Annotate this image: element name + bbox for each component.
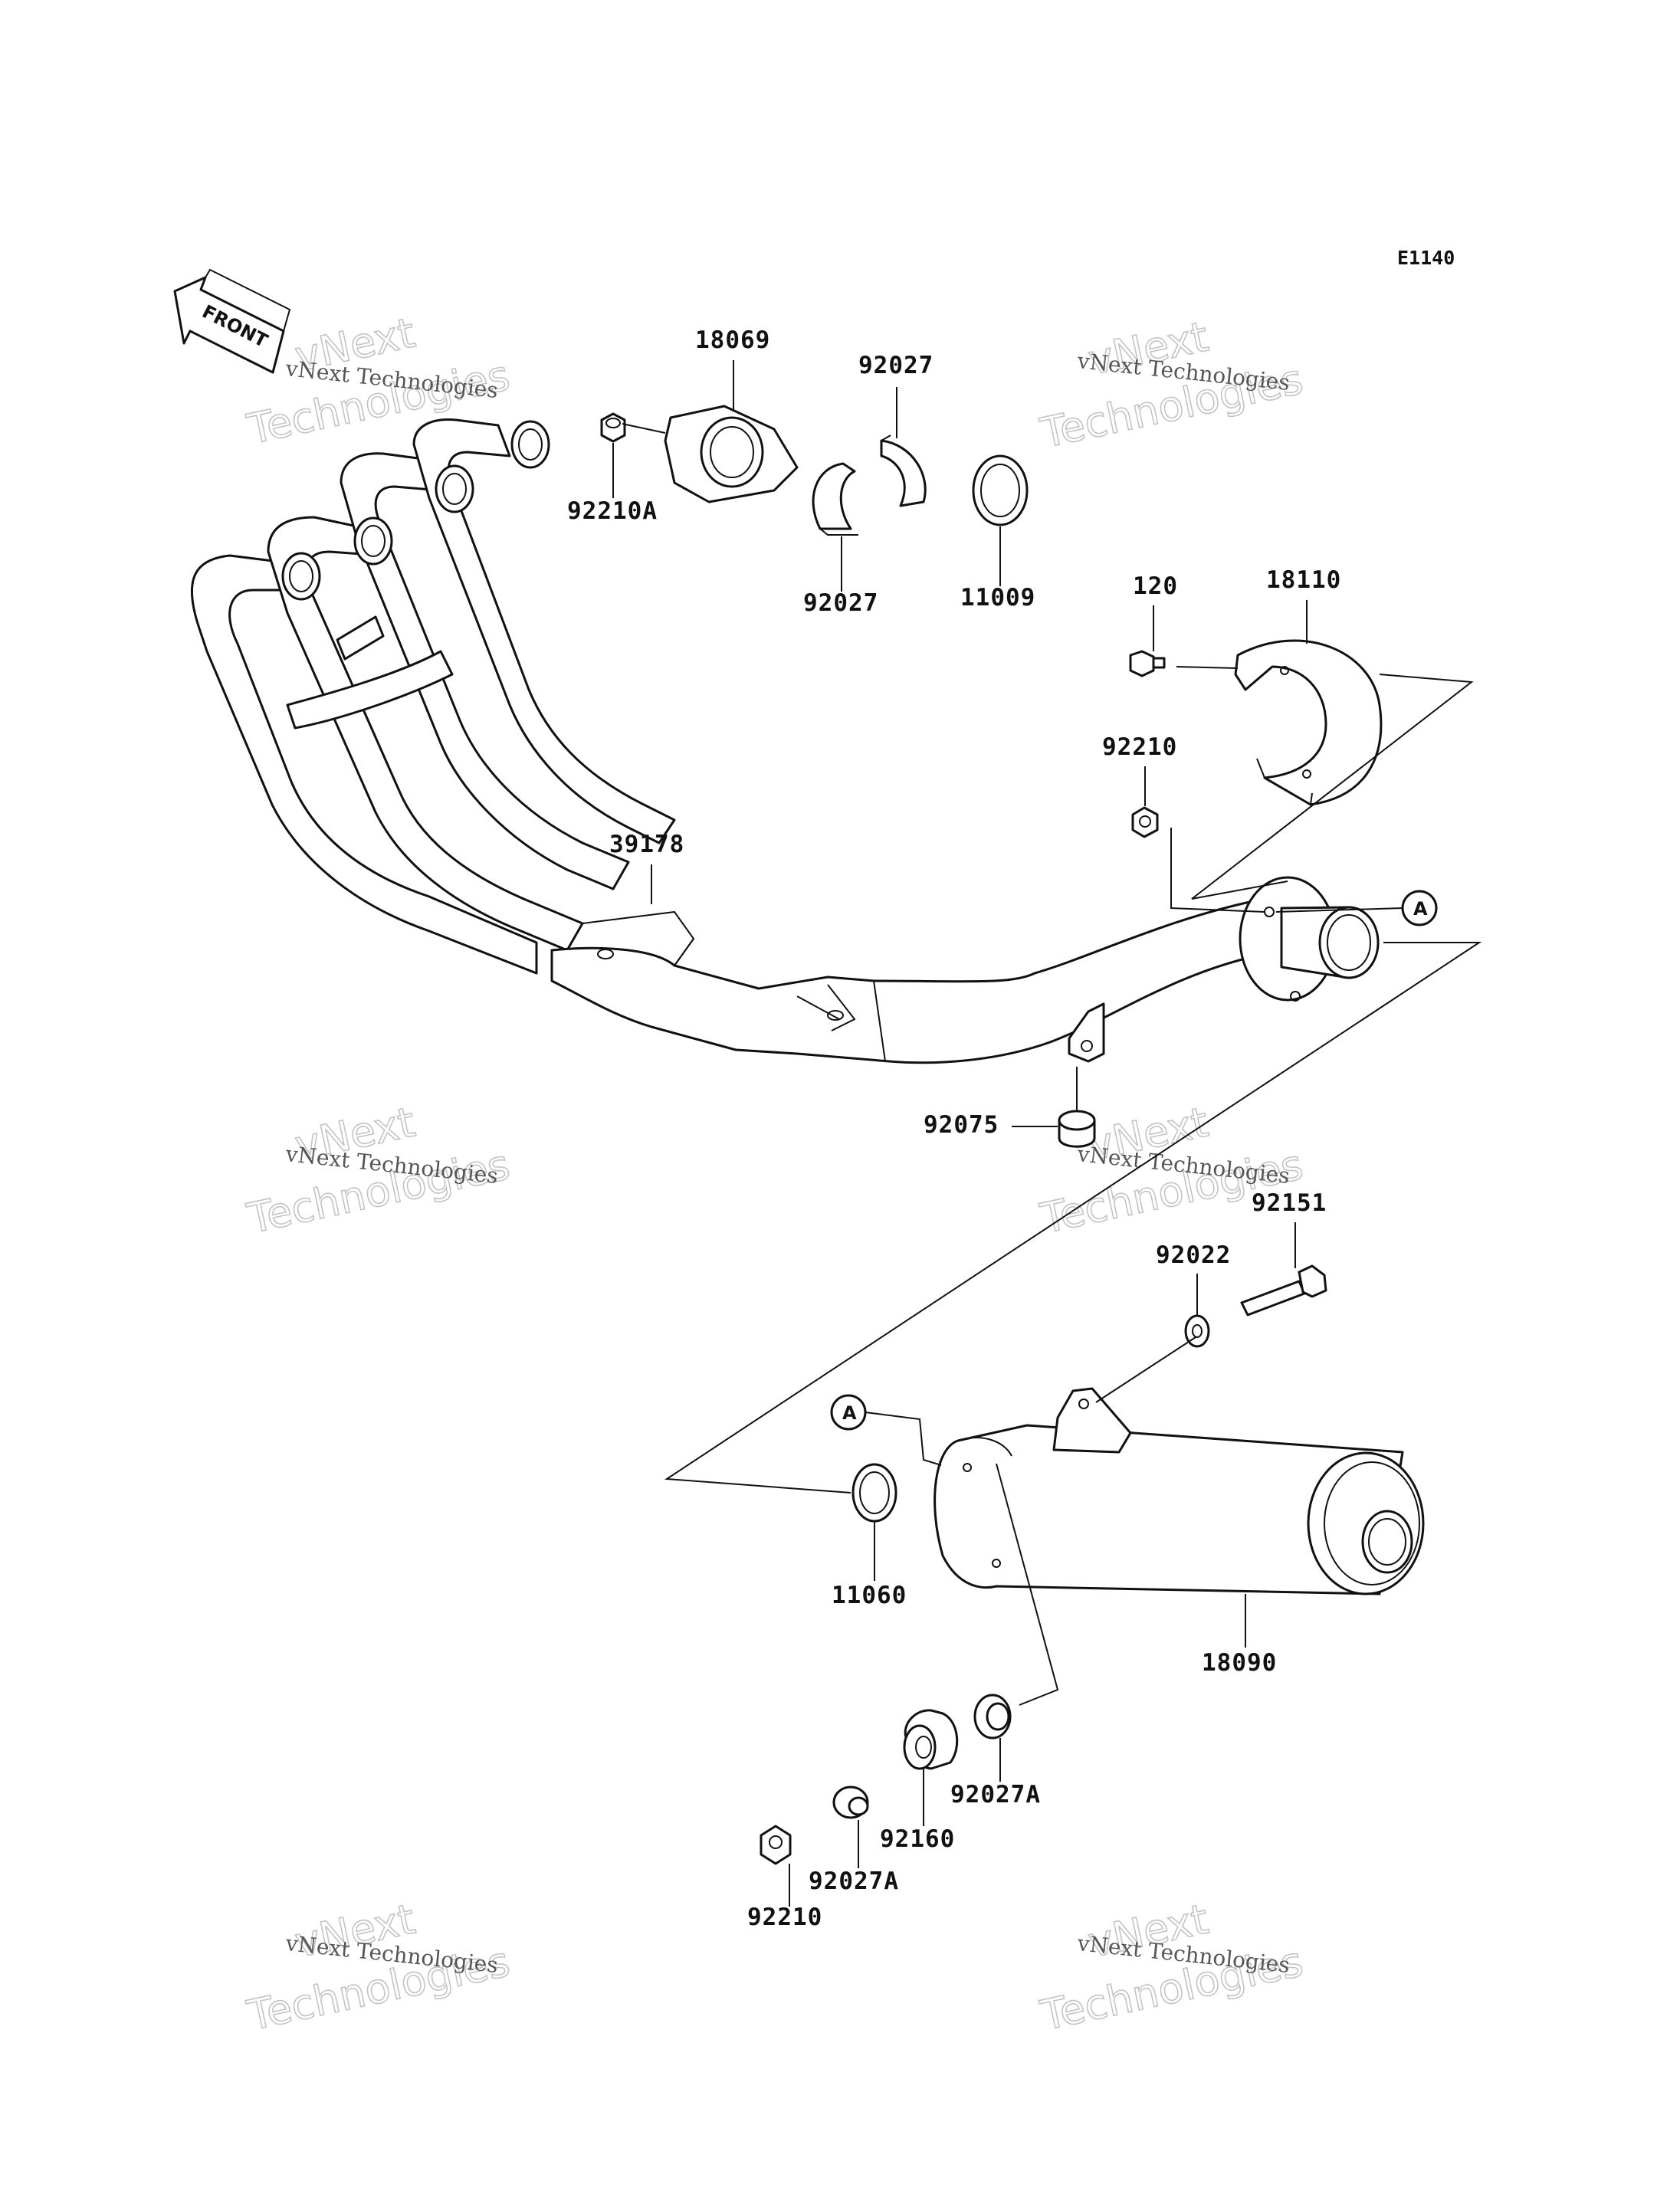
callout-92027A-right: 92027A bbox=[950, 1781, 1041, 1808]
diagram-code: E1140 bbox=[1397, 247, 1455, 269]
callout-11060: 11060 bbox=[832, 1582, 907, 1609]
half-ring-92027-top bbox=[880, 434, 927, 507]
callout-92027A-left: 92027A bbox=[809, 1867, 899, 1895]
connection-marker-a-upper: A bbox=[1275, 890, 1438, 926]
muffler-18090 bbox=[934, 1387, 1425, 1595]
svg-text:A: A bbox=[1413, 898, 1428, 920]
callout-18090: 18090 bbox=[1202, 1649, 1277, 1677]
callout-92210-lower: 92210 bbox=[747, 1904, 822, 1931]
exhaust-header-pipes bbox=[190, 418, 1380, 1064]
callout-39178: 39178 bbox=[609, 831, 684, 858]
gasket-11060 bbox=[851, 1463, 897, 1523]
washer-92022 bbox=[1184, 1314, 1210, 1348]
damper-92160 bbox=[903, 1709, 959, 1770]
callout-92027-top: 92027 bbox=[858, 352, 934, 379]
gasket-11009 bbox=[972, 454, 1029, 526]
collar-92027A-left bbox=[832, 1785, 869, 1819]
svg-text:A: A bbox=[842, 1402, 857, 1424]
half-ring-92027-bottom bbox=[812, 462, 858, 536]
callouts: 18069 92027 92210A 92027 11009 120 18110… bbox=[567, 326, 1341, 1931]
nut-92210A bbox=[600, 412, 626, 443]
callout-92022: 92022 bbox=[1156, 1241, 1231, 1269]
exhaust-flange-18069 bbox=[664, 405, 799, 503]
callout-92210A: 92210A bbox=[567, 497, 658, 525]
callout-92151: 92151 bbox=[1252, 1189, 1327, 1217]
callout-92210-upper: 92210 bbox=[1102, 733, 1177, 761]
callout-92160: 92160 bbox=[880, 1825, 955, 1853]
connection-marker-a-lower: A bbox=[830, 1394, 942, 1466]
callout-18069: 18069 bbox=[695, 326, 770, 354]
nut-92210-upper bbox=[1131, 806, 1159, 838]
callout-92027-bottom: 92027 bbox=[803, 589, 878, 617]
rubber-grommet-92075 bbox=[1058, 1110, 1096, 1148]
bolt-120 bbox=[1129, 650, 1166, 677]
nut-92210-lower bbox=[760, 1825, 792, 1865]
callout-120: 120 bbox=[1133, 572, 1178, 600]
bolt-92151 bbox=[1240, 1264, 1327, 1317]
assembly-lines bbox=[622, 423, 1482, 1706]
front-arrow-icon: FRONT bbox=[173, 268, 291, 374]
callout-11009: 11009 bbox=[960, 584, 1035, 612]
heat-shield-18110 bbox=[1234, 639, 1383, 806]
collar-92027A-right bbox=[973, 1694, 1012, 1740]
callout-92075: 92075 bbox=[924, 1111, 999, 1139]
callout-18110: 18110 bbox=[1266, 566, 1341, 594]
